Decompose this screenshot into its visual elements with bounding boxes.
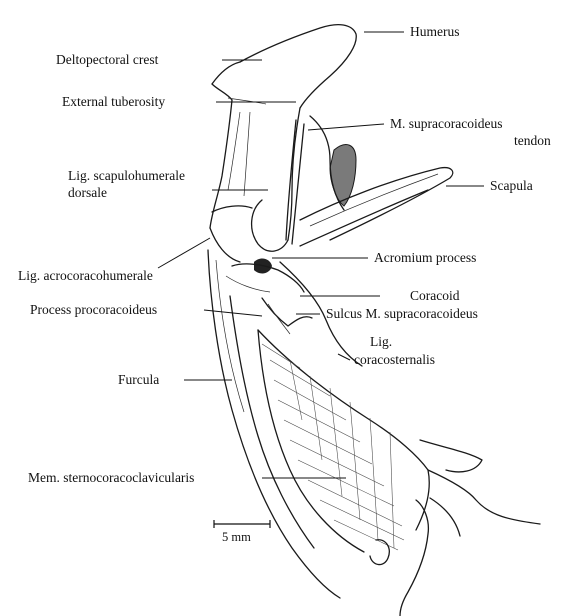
label-lig-scapulohumerale-2: dorsale [68, 185, 107, 200]
label-supracoracoideus-tendon-2: tendon [514, 133, 551, 148]
label-scapula: Scapula [490, 178, 533, 193]
label-sulcus-supracoracoideus: Sulcus M. supracoracoideus [326, 306, 478, 321]
label-scale-bar: 5 mm [222, 530, 251, 545]
label-external-tuberosity: External tuberosity [62, 94, 165, 109]
humerus-bone [212, 25, 356, 108]
label-mem-sternocoracoclavicularis: Mem. sternocoracoclavicularis [28, 470, 194, 485]
label-lig-acrocoracohumerale: Lig. acrocoracohumerale [18, 268, 153, 283]
label-coracoid: Coracoid [410, 288, 460, 303]
shoulder-ligaments [210, 200, 304, 292]
scale-bar [214, 520, 270, 528]
scapula-bone [300, 168, 453, 246]
label-supracoracoideus-tendon-1: M. supracoracoideus [390, 116, 502, 131]
label-furcula: Furcula [118, 372, 159, 387]
label-process-procoracoideus: Process procoracoideus [30, 302, 157, 317]
label-lig-coracosternalis-2: coracosternalis [354, 352, 435, 367]
label-humerus: Humerus [410, 24, 460, 39]
label-deltopectoral-crest: Deltopectoral crest [56, 52, 158, 67]
sternum-edge [400, 440, 540, 616]
label-lig-scapulohumerale-1: Lig. scapulohumerale [68, 168, 185, 183]
furcula-hook [370, 540, 389, 565]
deltopectoral-region [210, 100, 300, 240]
label-lig-coracosternalis-1: Lig. [370, 334, 392, 349]
label-acromium-process: Acromium process [374, 250, 476, 265]
